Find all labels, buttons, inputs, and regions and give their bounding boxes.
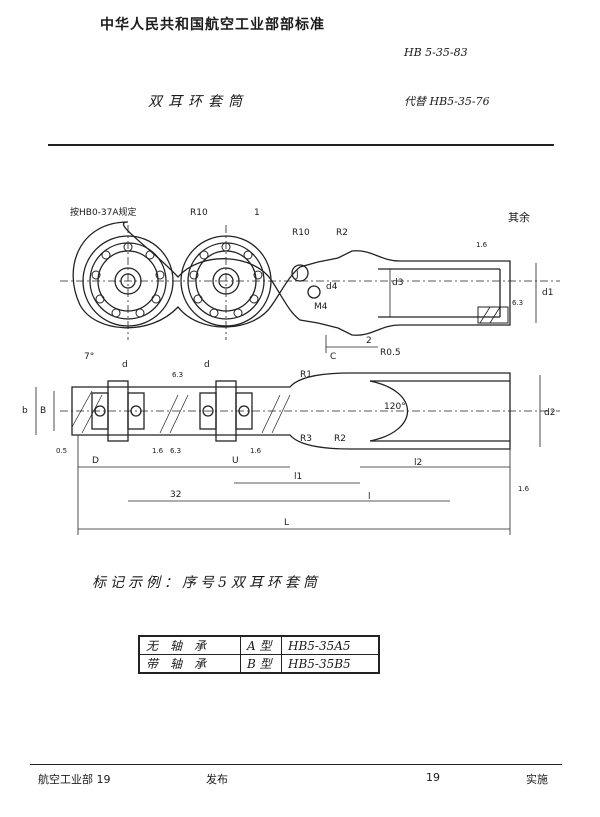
label-r2: R2: [336, 228, 348, 238]
top-view-outline: [72, 221, 511, 336]
table-cell-kind: 无 轴 承: [138, 635, 241, 655]
table-cell-code: HB5-35A5: [281, 635, 380, 655]
marking-example: 标记示例：序号5双耳环套筒: [92, 575, 321, 591]
org-title: 中华人民共和国航空工业部部标准: [100, 17, 325, 33]
label-dim2: 2: [366, 336, 372, 346]
document-title: 双耳环套筒: [148, 94, 248, 110]
replaces-standard: 代替 HB5-35-76: [404, 95, 490, 108]
label-j: J: [295, 270, 299, 280]
label-angle120: 120°: [384, 402, 406, 412]
label-rough-16a: 1.6: [476, 241, 488, 249]
label-l1: l1: [294, 472, 302, 482]
standard-number: HB 5-35-83: [404, 46, 468, 59]
footer-effective-year: 19: [426, 771, 440, 784]
label-m4: M4: [314, 302, 328, 312]
label-rough-16b: 1.6: [152, 447, 164, 455]
label-c: C: [330, 352, 336, 362]
marking-table: 无 轴 承 A 型 HB5-35A5 带 轴 承 B 型 HB5-35B5: [138, 635, 380, 674]
label-rough-16d: 1.6: [518, 485, 530, 493]
table-cell-code: HB5-35B5: [281, 654, 380, 674]
label-d1: d1: [542, 288, 553, 298]
technical-drawing: 按HB0-37A规定 R10 1 R10 R2 其余 J d4 M4 d3 d1…: [22, 206, 560, 535]
table-cell-type: A 型: [240, 635, 282, 655]
footer-issued: 发布: [206, 773, 228, 786]
label-l: l: [368, 492, 371, 502]
label-l2: l2: [414, 458, 422, 468]
label-rough-63a: 6.3: [512, 299, 523, 307]
table-cell-kind: 带 轴 承: [138, 654, 241, 674]
label-hb-note: 按HB0-37A规定: [70, 206, 137, 218]
footer-issuer: 航空工业部 19: [38, 773, 111, 786]
label-r3: R3: [300, 434, 312, 444]
label-d-b: d: [204, 360, 210, 370]
footer-rule: [30, 764, 562, 765]
label-dim05: 0.5: [56, 447, 67, 455]
label-d2: d2: [544, 408, 555, 418]
label-r2b: R2: [334, 434, 346, 444]
table-row: 无 轴 承 A 型 HB5-35A5: [138, 635, 380, 655]
label-rough-16c: 1.6: [250, 447, 262, 455]
label-b-small: b: [22, 406, 28, 416]
label-b-big: B: [40, 406, 46, 416]
label-r10-a: R10: [190, 208, 208, 218]
lube-hole: [307, 285, 321, 299]
label-angle7: 7°: [84, 352, 94, 362]
label-d4: d4: [326, 282, 338, 292]
label-d3: d3: [392, 278, 403, 288]
footer-effective: 实施: [526, 773, 548, 786]
header-rule: [48, 144, 554, 146]
table-cell-type: B 型: [240, 654, 282, 674]
label-r05: R0.5: [380, 348, 401, 358]
label-r10-b: R10: [292, 228, 310, 238]
label-item-1: 1: [254, 208, 260, 218]
label-dim-D: D: [92, 456, 99, 466]
label-r1: R1: [300, 370, 312, 380]
label-dim32: 32: [170, 490, 181, 500]
label-rough-63b: 6.3: [172, 371, 183, 379]
label-d-a: d: [122, 360, 128, 370]
table-row: 带 轴 承 B 型 HB5-35B5: [138, 654, 380, 674]
label-L: L: [284, 518, 289, 528]
label-rough-63c: 6.3: [170, 447, 181, 455]
label-dim-U: U: [232, 456, 239, 466]
label-remain: 其余: [508, 210, 530, 224]
